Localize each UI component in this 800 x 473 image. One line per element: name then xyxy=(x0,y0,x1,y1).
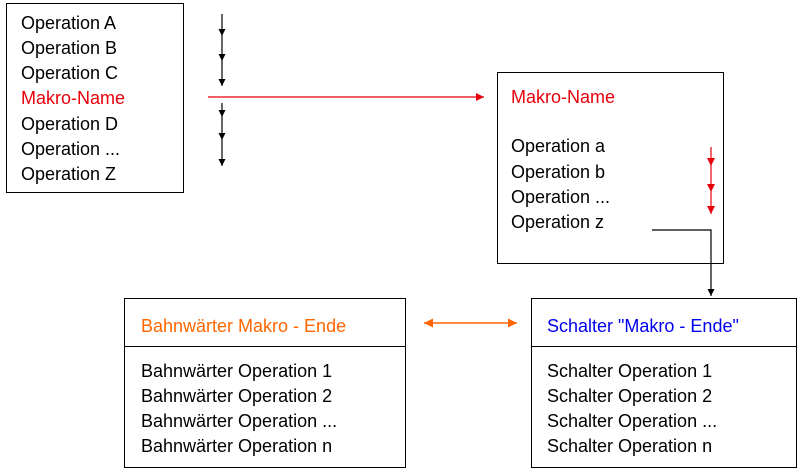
main-op-z: Operation Z xyxy=(21,164,117,184)
schalter-op-ellipsis: Schalter Operation ... xyxy=(547,411,718,431)
schalter-op-n: Schalter Operation n xyxy=(547,436,713,456)
macro-end-to-schalter-arrow xyxy=(652,229,715,296)
bahnwaerter-op-ellipsis: Bahnwärter Operation ... xyxy=(141,411,338,431)
main-op-ellipsis: Operation ... xyxy=(21,139,121,159)
macro-op-ellipsis: Operation ... xyxy=(511,187,611,207)
bahnwaerter-op-2: Bahnwärter Operation 2 xyxy=(141,386,333,406)
schalter-title: Schalter "Makro - Ende" xyxy=(547,316,739,336)
main-macro-call: Makro-Name xyxy=(21,88,126,108)
macro-definition-box: Makro-Name Operation a Operation b Opera… xyxy=(497,72,724,264)
bahnwaerter-title: Bahnwärter Makro - Ende xyxy=(141,316,347,336)
main-op-c: Operation C xyxy=(21,63,119,83)
schalter-divider xyxy=(532,346,796,347)
macro-op-b: Operation b xyxy=(511,162,606,182)
bahnwaerter-op-n: Bahnwärter Operation n xyxy=(141,436,333,456)
main-op-a: Operation A xyxy=(21,13,117,33)
macro-op-a: Operation a xyxy=(511,136,606,156)
main-op-b: Operation B xyxy=(21,38,118,58)
schalter-op-2: Schalter Operation 2 xyxy=(547,386,713,406)
bahnwaerter-divider xyxy=(125,346,405,347)
main-operation-list: Operation A Operation B Operation C Makr… xyxy=(6,3,184,193)
bahnwaerter-box: Bahnwärter Makro - Ende Bahnwärter Opera… xyxy=(124,298,406,468)
macro-op-z: Operation z xyxy=(511,212,605,232)
bahnwaerter-op-1: Bahnwärter Operation 1 xyxy=(141,361,333,381)
schalter-op-1: Schalter Operation 1 xyxy=(547,361,713,381)
macro-title: Makro-Name xyxy=(511,87,616,107)
schalter-box: Schalter "Makro - Ende" Schalter Operati… xyxy=(531,298,797,468)
main-op-d: Operation D xyxy=(21,114,119,134)
